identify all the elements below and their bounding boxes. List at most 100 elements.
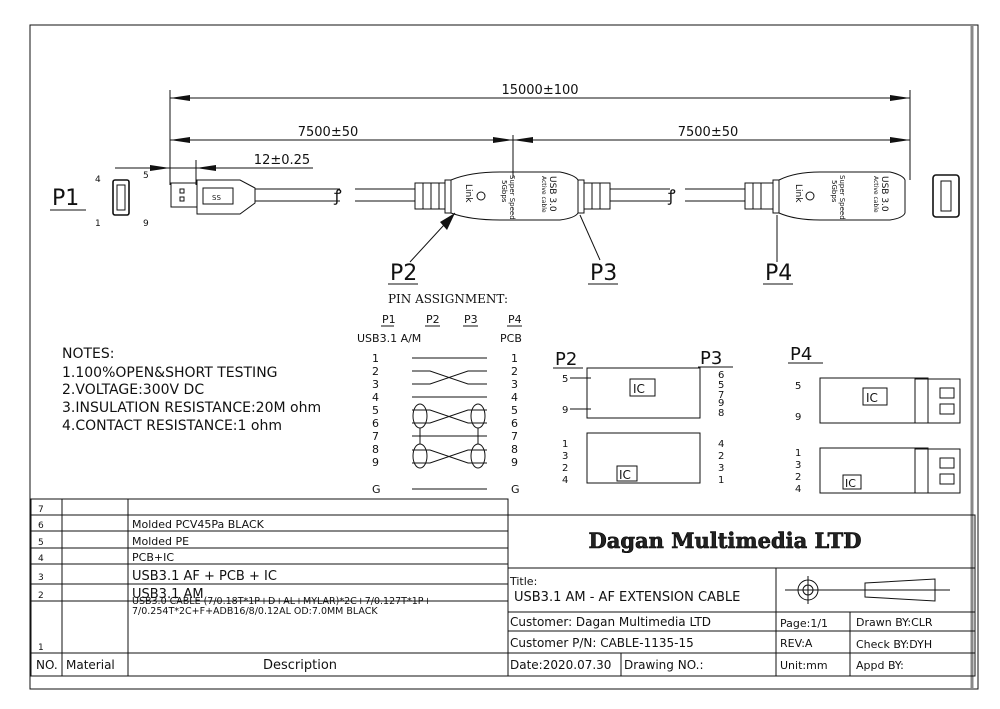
pin-number-left: G bbox=[372, 483, 381, 496]
svg-text:P2: P2 bbox=[555, 349, 577, 370]
svg-text:1: 1 bbox=[718, 475, 724, 486]
pin-number-left: 7 bbox=[372, 430, 379, 443]
company-logo: Dagan Multimedia LTD bbox=[589, 528, 862, 553]
svg-text:Appd BY:: Appd BY: bbox=[856, 659, 904, 672]
svg-text:Active cable: Active cable bbox=[540, 176, 547, 213]
pcb-p2-p3: P2 P3 IC IC 5 9 6 5 7 9 8 1 3 2 4 4 2 3 … bbox=[553, 348, 733, 486]
svg-text:1: 1 bbox=[795, 448, 801, 459]
dimension-plug: 12±0.25 bbox=[115, 153, 313, 185]
svg-text:5Gbps: 5Gbps bbox=[830, 180, 838, 203]
label-p1: P1 bbox=[52, 186, 79, 211]
svg-text:4: 4 bbox=[562, 475, 568, 486]
svg-text:9: 9 bbox=[795, 412, 801, 423]
svg-text:Description: Description bbox=[263, 658, 337, 673]
usb-a-plug: SS bbox=[170, 179, 256, 215]
bom-row-description: Molded PCV45Pa BLACK bbox=[132, 518, 265, 531]
pin-number-right: 9 bbox=[511, 456, 518, 469]
svg-text:P2: P2 bbox=[426, 313, 440, 326]
notes-title: NOTES: bbox=[62, 346, 115, 362]
svg-text:P4: P4 bbox=[508, 313, 522, 326]
pin-number-left: 3 bbox=[372, 378, 379, 391]
pin-number-right: 8 bbox=[511, 443, 518, 456]
pin-number-right: 5 bbox=[511, 404, 518, 417]
svg-text:5: 5 bbox=[718, 380, 724, 391]
svg-text:IC: IC bbox=[845, 477, 856, 490]
svg-text:1: 1 bbox=[562, 439, 568, 450]
projection-symbol-icon bbox=[785, 576, 950, 604]
svg-text:3: 3 bbox=[795, 460, 801, 471]
svg-text:2: 2 bbox=[718, 451, 724, 462]
pin-number-right: G bbox=[511, 483, 520, 496]
svg-text:Active cable: Active cable bbox=[872, 176, 879, 213]
svg-text:3: 3 bbox=[718, 463, 724, 474]
bom-row-number: 4 bbox=[38, 554, 44, 564]
svg-text:IC: IC bbox=[633, 382, 645, 396]
svg-text:Page:1/1: Page:1/1 bbox=[780, 617, 828, 630]
svg-text:Customer: Dagan Multimedia LTD: Customer: Dagan Multimedia LTD bbox=[510, 615, 711, 629]
svg-text:Super Speed: Super Speed bbox=[838, 175, 846, 220]
svg-text:REV:A: REV:A bbox=[780, 637, 813, 650]
svg-text:4: 4 bbox=[718, 439, 724, 450]
bom-row-description: USB3.1 AM bbox=[132, 587, 204, 602]
svg-text:USB 3.0: USB 3.0 bbox=[879, 176, 889, 212]
pin-number-right: 3 bbox=[511, 378, 518, 391]
svg-text:2.VOLTAGE:300V DC: 2.VOLTAGE:300V DC bbox=[62, 382, 204, 398]
svg-text:IC: IC bbox=[619, 468, 631, 482]
label-p2: P2 bbox=[390, 261, 417, 286]
bom-row-1-description-line2: 7/0.254T*2C+F+ADB16/8/0.12AL OD:7.0MM BL… bbox=[132, 606, 378, 617]
svg-text:Drawing NO.:: Drawing NO.: bbox=[624, 658, 704, 672]
pin-number-left: 1 bbox=[372, 352, 379, 365]
bom-row-number: 7 bbox=[38, 505, 44, 515]
svg-text:1: 1 bbox=[95, 219, 101, 229]
svg-text:1.100%OPEN&SHORT TESTING: 1.100%OPEN&SHORT TESTING bbox=[62, 365, 278, 381]
pin-number-left: 5 bbox=[372, 404, 379, 417]
pin-number-right: 7 bbox=[511, 430, 518, 443]
notes: NOTES: 1.100%OPEN&SHORT TESTING 2.VOLTAG… bbox=[62, 346, 321, 434]
svg-text:Super Speed: Super Speed bbox=[508, 175, 516, 220]
bom-row-description: Molded PE bbox=[132, 535, 189, 548]
pin-number-left: 8 bbox=[372, 443, 379, 456]
svg-text:5: 5 bbox=[795, 381, 801, 392]
svg-text:ꝭ: ꝭ bbox=[333, 186, 342, 205]
svg-text:9: 9 bbox=[718, 398, 724, 409]
af-receptacle-module: Link 5Gbps Super Speed USB 3.0 Active ca… bbox=[744, 171, 906, 221]
af-receptacle-end-view bbox=[932, 174, 960, 218]
pin-number-right: 1 bbox=[511, 352, 518, 365]
bom-row-description: USB3.1 AF + PCB + IC bbox=[132, 569, 277, 584]
drawing-title: USB3.1 AM - AF EXTENSION CABLE bbox=[514, 590, 740, 605]
svg-text:IC: IC bbox=[866, 391, 878, 405]
outer-frame bbox=[29, 24, 979, 690]
svg-text:5: 5 bbox=[143, 171, 149, 181]
svg-text:4: 4 bbox=[95, 175, 101, 185]
svg-text:2: 2 bbox=[795, 472, 801, 483]
label-p4: P4 bbox=[765, 261, 792, 286]
dim-right-label: 7500±50 bbox=[678, 125, 739, 140]
svg-text:Link: Link bbox=[463, 184, 473, 203]
dimension-right-half: 7500±50 bbox=[513, 125, 910, 143]
bom-row-number: 6 bbox=[38, 521, 44, 531]
svg-text:9: 9 bbox=[143, 219, 149, 229]
svg-text:ꝭ: ꝭ bbox=[667, 186, 676, 205]
dimension-total: 15000±100 bbox=[170, 83, 910, 101]
bom-row-number: 3 bbox=[38, 573, 44, 583]
svg-text:PIN ASSIGNMENT:: PIN ASSIGNMENT: bbox=[388, 292, 508, 306]
pin-number-left: 6 bbox=[372, 417, 379, 430]
pin-assignment: PIN ASSIGNMENT: P1 P2 P3 P4 USB3.1 A/M P… bbox=[357, 292, 522, 496]
dim-total-label: 15000±100 bbox=[501, 83, 578, 98]
dim-plug-label: 12±0.25 bbox=[254, 153, 310, 168]
bom-row-number: 5 bbox=[38, 538, 44, 548]
svg-text:5Gbps: 5Gbps bbox=[500, 180, 508, 203]
bom-row-number: 1 bbox=[38, 643, 44, 653]
svg-text:Title:: Title: bbox=[509, 575, 537, 588]
svg-text:8: 8 bbox=[718, 408, 724, 419]
bom-row-number: 2 bbox=[38, 591, 44, 601]
pin-number-right: 6 bbox=[511, 417, 518, 430]
svg-text:3.INSULATION RESISTANCE:20M oh: 3.INSULATION RESISTANCE:20M ohm bbox=[62, 400, 321, 416]
svg-text:Material: Material bbox=[66, 658, 115, 672]
svg-text:P3: P3 bbox=[464, 313, 478, 326]
svg-text:Drawn BY:CLR: Drawn BY:CLR bbox=[856, 616, 933, 629]
pin-number-left: 2 bbox=[372, 365, 379, 378]
svg-text:P4: P4 bbox=[790, 344, 812, 365]
